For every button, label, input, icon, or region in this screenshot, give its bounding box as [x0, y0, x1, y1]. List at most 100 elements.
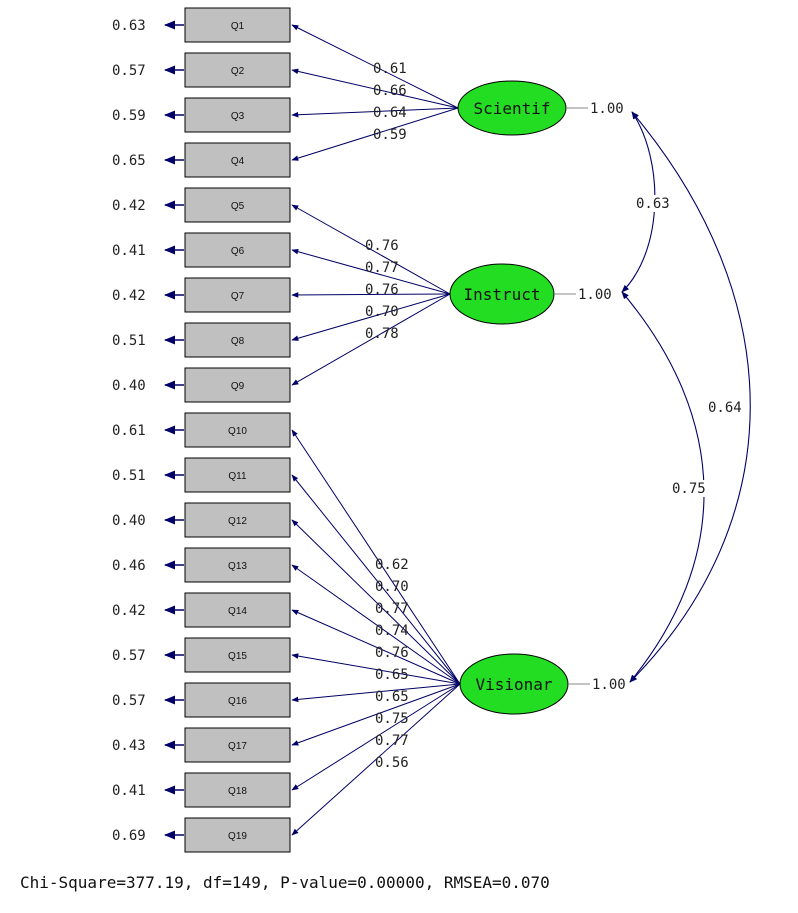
observed-label: Q1 [231, 21, 245, 32]
error-variance-label: 0.43 [112, 738, 146, 754]
observed-label: Q16 [228, 696, 247, 707]
error-variance-label: 0.40 [112, 513, 146, 529]
loading-label: 0.59 [373, 127, 407, 143]
observed-box-q13 [184, 547, 291, 583]
latent-label: Scientif [473, 99, 550, 118]
loading-label: 0.77 [375, 601, 409, 617]
observed-label: Q9 [231, 381, 245, 392]
error-variance-label: 0.42 [112, 288, 146, 304]
loading-arrow [291, 293, 451, 341]
loading-label: 0.75 [375, 711, 409, 727]
loading-arrow [291, 683, 461, 791]
observed-label: Q3 [231, 111, 245, 122]
observed-box-q18 [184, 772, 291, 808]
observed-box-q14 [184, 592, 291, 628]
error-variance-label: 0.42 [112, 198, 146, 214]
loading-arrow [291, 564, 461, 685]
latent-variance-label: 1.00 [592, 677, 626, 693]
observed-label: Q6 [231, 246, 245, 257]
loading-label: 0.70 [365, 304, 399, 320]
loading-arrow [291, 24, 459, 109]
loading-arrow [291, 609, 461, 685]
observed-box-q10 [184, 412, 291, 448]
latent-label: Instruct [463, 285, 540, 304]
error-variance-label: 0.57 [112, 693, 146, 709]
observed-box-q12 [184, 502, 291, 538]
loading-label: 0.64 [373, 105, 407, 121]
loading-label: 0.74 [375, 623, 409, 639]
loading-label: 0.76 [375, 645, 409, 661]
error-variance-label: 0.41 [112, 783, 146, 799]
error-variance-label: 0.40 [112, 378, 146, 394]
observed-box-q7 [184, 277, 291, 313]
observed-label: Q7 [231, 291, 245, 302]
loading-label: 0.65 [375, 667, 409, 683]
latent-variance-label: 1.00 [590, 101, 624, 117]
loading-arrow [291, 107, 459, 118]
loading-label: 0.70 [375, 579, 409, 595]
error-variance-label: 0.57 [112, 648, 146, 664]
loading-arrow [291, 653, 461, 685]
observed-box-q6 [184, 232, 291, 268]
error-variance-label: 0.65 [112, 153, 146, 169]
loading-arrow [291, 68, 459, 109]
loading-label: 0.77 [365, 260, 399, 276]
observed-label: Q17 [228, 741, 247, 752]
observed-box-q3 [184, 97, 291, 133]
error-variance-label: 0.51 [112, 468, 146, 484]
observed-label: Q14 [228, 606, 247, 617]
latent-variance-label: 1.00 [578, 287, 612, 303]
loading-label: 0.62 [375, 557, 409, 573]
label-layer: 0.63 0.57 0.59 0.65 0.42 0.41 0.42 0.51 0.40 0.61… [112, 18, 748, 844]
loading-label: 0.61 [373, 61, 407, 77]
observed-label: Q18 [228, 786, 247, 797]
observed-label: Q10 [228, 426, 247, 437]
loading-label: 0.77 [375, 733, 409, 749]
observed-box-q15 [184, 637, 291, 673]
error-variance-label: 0.59 [112, 108, 146, 124]
observed-label: Q11 [228, 471, 247, 482]
loading-arrow [291, 474, 461, 685]
observed-box-q19 [184, 817, 291, 853]
error-variance-label: 0.42 [112, 603, 146, 619]
loading-label: 0.65 [375, 689, 409, 705]
correlation-label-bg [634, 195, 676, 212]
observed-box-q17 [184, 727, 291, 763]
observed-label: Q12 [228, 516, 247, 527]
loading-arrow [291, 683, 461, 836]
observed-label: Q5 [231, 201, 245, 212]
loading-layer [291, 24, 461, 836]
observed-label: Q8 [231, 336, 245, 347]
observed-box-q11 [184, 457, 291, 493]
observed-box-q5 [184, 187, 291, 223]
observed-box-q1 [184, 7, 291, 43]
error-variance-label: 0.69 [112, 828, 146, 844]
loading-arrow [291, 107, 459, 161]
observed-variables: Q1Q2Q3Q4Q5Q6Q7Q8Q9Q10Q11Q12Q13Q14Q15Q16Q… [163, 7, 291, 853]
correlation-label-bg [670, 480, 712, 497]
latent-label: Visionar [475, 675, 552, 694]
loading-label: 0.76 [365, 238, 399, 254]
loading-arrow [291, 292, 451, 298]
loading-label: 0.56 [375, 755, 409, 771]
error-variance-label: 0.63 [112, 18, 146, 34]
loading-arrow [291, 683, 461, 703]
loading-label: 0.78 [365, 326, 399, 342]
error-variance-label: 0.57 [112, 63, 146, 79]
correlation-label: 0.64 [708, 400, 742, 416]
correlation-arrow [629, 111, 751, 683]
loading-label: 0.66 [373, 83, 407, 99]
loading-label: 0.76 [365, 282, 399, 298]
error-variance-label: 0.61 [112, 423, 146, 439]
error-variance-label: 0.51 [112, 333, 146, 349]
error-variance-label: 0.46 [112, 558, 146, 574]
loading-arrow [291, 293, 451, 386]
correlation-label: 0.63 [636, 196, 670, 212]
fit-statistics: Chi-Square=377.19, df=149, P-value=0.000… [20, 873, 550, 892]
observed-box-q2 [184, 52, 291, 88]
loading-arrow [291, 204, 451, 295]
error-variance-label: 0.41 [112, 243, 146, 259]
loading-arrow [291, 519, 461, 685]
observed-box-q4 [184, 142, 291, 178]
